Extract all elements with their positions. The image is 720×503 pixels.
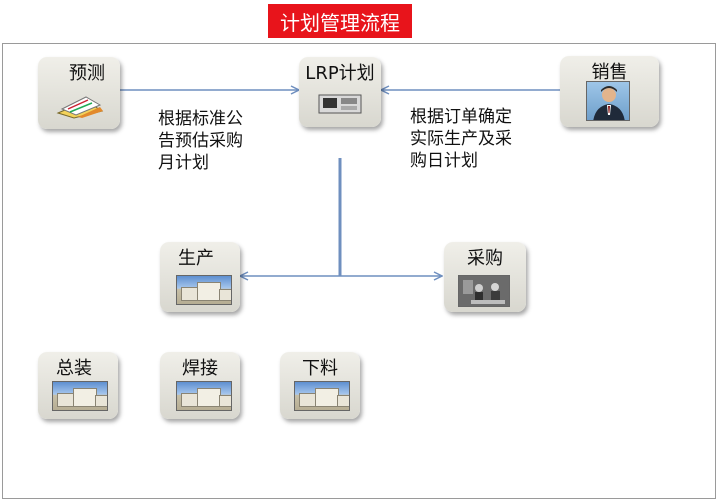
page-title: 计划管理流程	[268, 4, 412, 38]
diagram-frame	[2, 43, 716, 499]
node-assembly-label: 总装	[56, 358, 92, 379]
node-production-label: 生产	[178, 248, 214, 269]
node-lrp-plan: LRP计划	[299, 57, 381, 127]
annotation-right-line-2: 实际生产及采	[410, 129, 512, 149]
purchasing-meeting-icon	[458, 275, 510, 307]
lrp-office-icon	[317, 91, 363, 117]
annotation-right-line-1: 根据订单确定	[410, 107, 512, 127]
annotation-left: 根据标准公 告预估采购 月计划	[158, 108, 243, 174]
factory-icon	[176, 381, 232, 411]
annotation-right-line-3: 购日计划	[410, 151, 478, 171]
annotation-left-line-2: 告预估采购	[158, 131, 243, 151]
node-sales-label: 销售	[591, 62, 628, 83]
node-lrp-label: LRP计划	[305, 63, 375, 84]
factory-icon	[176, 275, 232, 305]
factory-icon	[294, 381, 350, 411]
sales-person-icon	[586, 81, 630, 121]
node-assembly: 总装	[38, 352, 118, 419]
node-cutting: 下料	[280, 352, 360, 419]
node-welding-label: 焊接	[182, 358, 218, 379]
node-welding: 焊接	[160, 352, 240, 419]
node-forecast-label: 预测	[69, 63, 105, 84]
node-purchasing-label: 采购	[467, 248, 503, 269]
annotation-right: 根据订单确定 实际生产及采 购日计划	[410, 106, 512, 172]
node-sales: 销售	[560, 56, 659, 127]
node-production: 生产	[160, 242, 240, 312]
node-cutting-label: 下料	[302, 358, 338, 379]
node-forecast: 预测	[38, 57, 120, 129]
node-purchasing: 采购	[444, 242, 526, 312]
annotation-left-line-3: 月计划	[158, 153, 209, 173]
forecast-documents-icon	[56, 91, 104, 119]
factory-icon	[52, 381, 108, 411]
annotation-left-line-1: 根据标准公	[158, 109, 243, 129]
